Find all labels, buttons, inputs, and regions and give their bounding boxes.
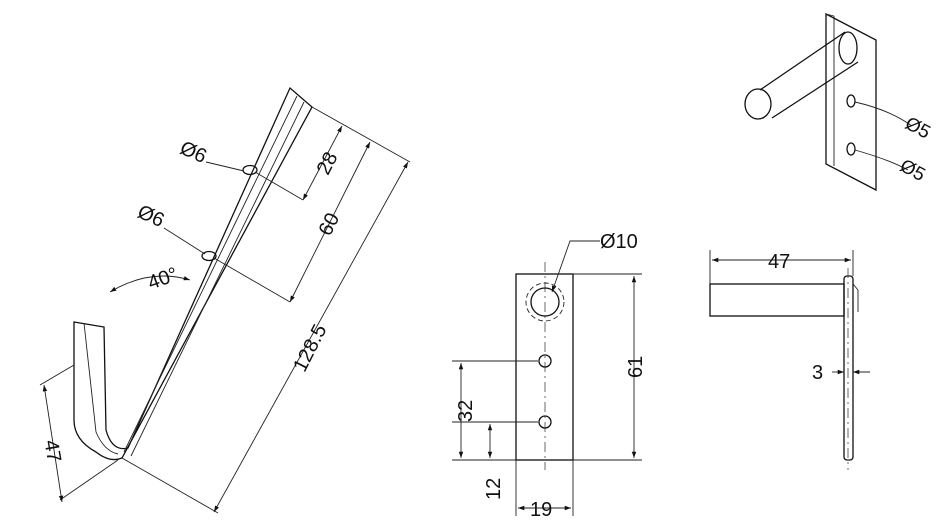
front-hole-bottom — [538, 415, 552, 429]
front-peg-circle — [530, 287, 560, 317]
side-plate — [843, 275, 854, 461]
peg-plate-outline — [825, 12, 877, 192]
hook-outline-outer — [73, 86, 313, 461]
side-peg — [709, 283, 845, 317]
label-front-peg-diameter: Ø10 — [600, 231, 638, 253]
front-plate — [515, 273, 574, 461]
isometric-peg-view: Ø5 Ø5 — [744, 12, 934, 192]
front-view: Ø10 61 32 12 19 — [452, 231, 647, 521]
label-peg-hole-bottom: Ø5 — [896, 156, 928, 186]
label-side-thickness-3: 3 — [812, 362, 823, 384]
label-peg-hole-top: Ø5 — [901, 113, 933, 143]
label-front-width-19: 19 — [530, 499, 552, 521]
front-peg-outer — [525, 282, 565, 322]
label-iso-spacing-28: 28 — [313, 149, 343, 179]
label-iso-hook-47: 47 — [39, 438, 65, 464]
label-iso-spacing-60: 60 — [315, 210, 345, 240]
side-view: 47 3 — [709, 250, 870, 470]
label-iso-hole-bottom: Ø6 — [134, 201, 167, 232]
hook-inner-edge — [83, 322, 119, 455]
iso-hole-top — [242, 164, 258, 176]
peg-hole-top — [846, 94, 856, 108]
peg-cylinder-end — [744, 88, 772, 120]
peg-hole-bottom — [846, 142, 856, 156]
hook-bend-line — [123, 95, 298, 453]
front-hole-top — [538, 354, 552, 368]
label-side-length-47: 47 — [768, 251, 790, 273]
isometric-hook-view: Ø6 Ø6 28 60 128.5 40° 47 — [39, 86, 411, 514]
peg-base — [838, 31, 858, 65]
label-front-spacing-32: 32 — [455, 400, 477, 422]
peg-cylinder — [759, 31, 859, 119]
label-front-offset-12: 12 — [483, 478, 505, 500]
label-iso-total-128-5: 128.5 — [289, 321, 331, 376]
label-front-height-61: 61 — [625, 356, 647, 378]
label-iso-hole-top: Ø6 — [177, 137, 210, 168]
label-iso-angle: 40° — [145, 263, 181, 294]
